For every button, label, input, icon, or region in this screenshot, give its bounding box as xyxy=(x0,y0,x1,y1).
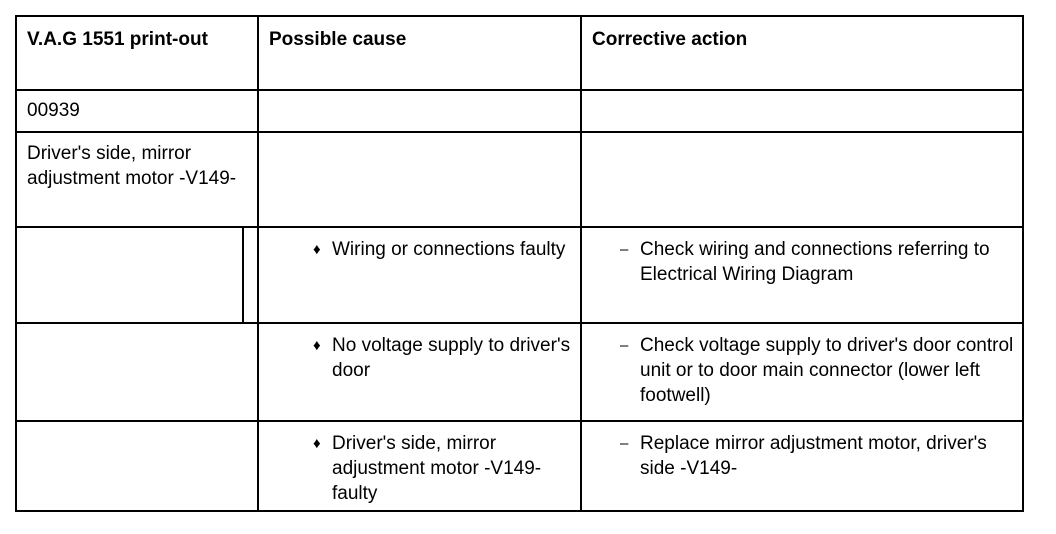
fault-code-value: 00939 xyxy=(27,100,80,121)
cause-action-1-printout-cell-empty xyxy=(15,226,259,324)
diamond-bullet-icon: ♦ xyxy=(313,241,321,258)
column-header-printout-label: V.A.G 1551 print-out xyxy=(27,29,208,50)
table-row-cause-action-3: ♦ Driver's side, mirror adjustment motor… xyxy=(15,420,1024,512)
fault-code-action-cell-empty xyxy=(580,89,1024,133)
fault-code-cell: 00939 xyxy=(15,89,259,133)
component-name-cause-cell-empty xyxy=(257,131,582,228)
action-list-2: – Check voltage supply to driver's door … xyxy=(582,324,1022,408)
component-name-cell: Driver's side, mirror adjustment motor -… xyxy=(15,131,259,228)
column-header-possible-cause: Possible cause xyxy=(257,15,582,91)
cause-action-3-action-cell: – Replace mirror adjustment motor, drive… xyxy=(580,420,1024,512)
cause-text: No voltage supply to driver's door xyxy=(332,335,571,381)
dash-bullet-icon: – xyxy=(620,241,629,258)
table-row-cause-action-1: ♦ Wiring or connections faulty – Check w… xyxy=(15,226,1024,324)
cause-action-2-action-cell: – Check voltage supply to driver's door … xyxy=(580,322,1024,422)
column-header-printout: V.A.G 1551 print-out xyxy=(15,15,259,91)
cause-list-item: ♦ Driver's side, mirror adjustment motor… xyxy=(313,431,572,506)
cause-list-1: ♦ Wiring or connections faulty xyxy=(259,228,580,262)
action-list-3: – Replace mirror adjustment motor, drive… xyxy=(582,422,1022,481)
column-header-corrective-action: Corrective action xyxy=(580,15,1024,91)
action-list-1: – Check wiring and connections referring… xyxy=(582,228,1022,287)
table-row-component-name: Driver's side, mirror adjustment motor -… xyxy=(15,131,1024,228)
cause-text: Driver's side, mirror adjustment motor -… xyxy=(332,433,542,504)
action-text: Check wiring and connections referring t… xyxy=(640,239,990,285)
cause-action-1-action-cell: – Check wiring and connections referring… xyxy=(580,226,1024,324)
cause-action-2-cause-cell: ♦ No voltage supply to driver's door xyxy=(257,322,582,422)
action-text: Replace mirror adjustment motor, driver'… xyxy=(640,433,987,479)
column-header-possible-cause-label: Possible cause xyxy=(269,29,407,50)
cause-action-3-cause-cell: ♦ Driver's side, mirror adjustment motor… xyxy=(257,420,582,512)
table-header-row: V.A.G 1551 print-out Possible cause Corr… xyxy=(15,15,1024,91)
table-row-fault-code: 00939 xyxy=(15,89,1024,133)
component-name-value: Driver's side, mirror adjustment motor -… xyxy=(27,143,237,189)
action-list-item: – Replace mirror adjustment motor, drive… xyxy=(620,431,1014,481)
table-row-cause-action-2: ♦ No voltage supply to driver's door – C… xyxy=(15,322,1024,422)
fault-code-cause-cell-empty xyxy=(257,89,582,133)
cause-action-1-cause-cell: ♦ Wiring or connections faulty xyxy=(257,226,582,324)
cause-text: Wiring or connections faulty xyxy=(332,239,566,260)
cause-list-item: ♦ No voltage supply to driver's door xyxy=(313,333,572,383)
cause-action-2-printout-cell-empty xyxy=(15,322,259,422)
dash-bullet-icon: – xyxy=(620,337,629,354)
dash-bullet-icon: – xyxy=(620,435,629,452)
action-text: Check voltage supply to driver's door co… xyxy=(640,335,1014,406)
cause-list-2: ♦ No voltage supply to driver's door xyxy=(259,324,580,383)
cause-list-3: ♦ Driver's side, mirror adjustment motor… xyxy=(259,422,580,506)
fault-diagnosis-table: V.A.G 1551 print-out Possible cause Corr… xyxy=(15,15,1024,512)
cause-action-3-printout-cell-empty xyxy=(15,420,259,512)
action-list-item: – Check voltage supply to driver's door … xyxy=(620,333,1014,408)
component-name-action-cell-empty xyxy=(580,131,1024,228)
sub-column-divider xyxy=(242,226,244,324)
column-header-corrective-action-label: Corrective action xyxy=(592,29,748,50)
diamond-bullet-icon: ♦ xyxy=(313,435,321,452)
cause-list-item: ♦ Wiring or connections faulty xyxy=(313,237,572,262)
diamond-bullet-icon: ♦ xyxy=(313,337,321,354)
action-list-item: – Check wiring and connections referring… xyxy=(620,237,1014,287)
